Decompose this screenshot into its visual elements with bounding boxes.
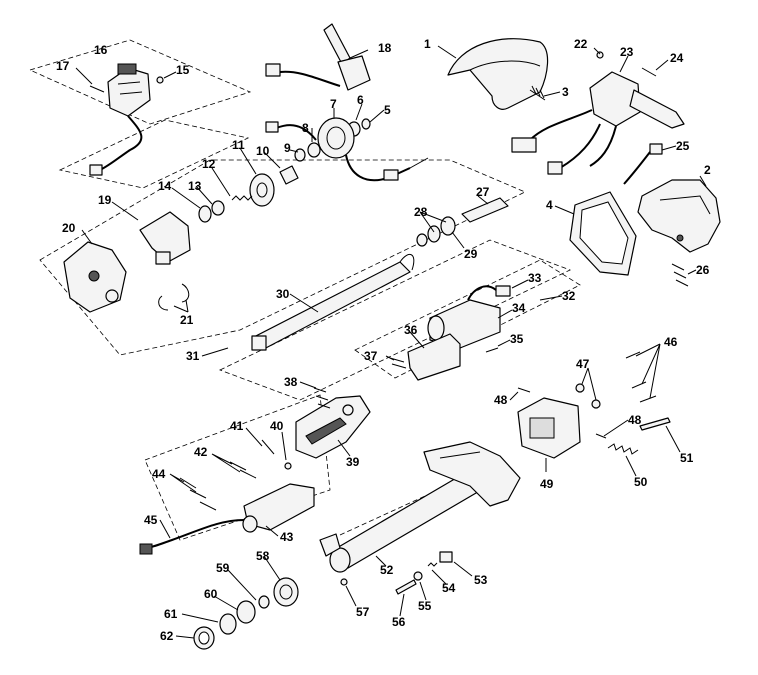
parts: [63, 23, 721, 650]
small-fasteners: [179, 439, 292, 511]
callout-3: 3: [562, 85, 569, 99]
callout-32: 32: [562, 289, 576, 303]
adapter-housing: [517, 397, 581, 459]
callout-51: 51: [680, 451, 694, 465]
callout-4: 4: [546, 198, 553, 212]
column-jacket: [329, 441, 521, 573]
callout-19: 19: [98, 193, 112, 207]
callout-42: 42: [194, 445, 208, 459]
callout-53: 53: [474, 573, 488, 587]
callout-34: 34: [512, 301, 526, 315]
callout-58: 58: [256, 549, 270, 563]
callout-28: 28: [414, 205, 428, 219]
tilt-lever-bracket: [139, 211, 191, 265]
lock-plate-components: [198, 165, 299, 223]
multifunction-lever: [265, 23, 371, 91]
callout-41: 41: [230, 419, 244, 433]
harness-connector: [623, 143, 663, 185]
callout-38: 38: [284, 375, 298, 389]
callout-15: 15: [176, 63, 190, 77]
callout-14: 14: [158, 179, 172, 193]
callout-9: 9: [284, 141, 291, 155]
lower-shroud-cover: [637, 179, 721, 253]
callout-56: 56: [392, 615, 406, 629]
callout-2: 2: [704, 163, 711, 177]
callout-40: 40: [270, 419, 284, 433]
lower-tilt-bracket: [139, 483, 315, 555]
callout-labels: 1 2 3 4 5 6 7 8 9 10 11 12 13 14 15 16 1…: [56, 37, 711, 643]
callout-45: 45: [144, 513, 158, 527]
callout-46: 46: [664, 335, 678, 349]
callout-25: 25: [676, 139, 690, 153]
callout-59: 59: [216, 561, 230, 575]
callout-62: 62: [160, 629, 174, 643]
bearing-stack: [193, 533, 341, 650]
callout-17: 17: [56, 59, 70, 73]
steering-shaft: [251, 254, 415, 351]
callout-12: 12: [202, 157, 216, 171]
callout-16: 16: [94, 43, 108, 57]
callout-1: 1: [424, 37, 431, 51]
housing-screws: [517, 351, 657, 439]
callout-22: 22: [574, 37, 588, 51]
trim-bezel: [569, 191, 637, 276]
clip-springs: [158, 283, 190, 311]
callout-36: 36: [404, 323, 418, 337]
callout-31: 31: [186, 349, 200, 363]
callout-33: 33: [528, 271, 542, 285]
callout-50: 50: [634, 475, 648, 489]
callout-23: 23: [620, 45, 634, 59]
callout-37: 37: [364, 349, 378, 363]
callout-7: 7: [330, 97, 337, 111]
callout-13: 13: [188, 179, 202, 193]
callout-48-right: 48: [628, 413, 642, 427]
leader-lines: [75, 45, 707, 639]
spring-and-bolt: [607, 417, 671, 455]
callout-60: 60: [204, 587, 218, 601]
callout-18: 18: [378, 41, 392, 55]
callout-8: 8: [302, 121, 309, 135]
callout-20: 20: [62, 221, 76, 235]
callout-26: 26: [696, 263, 710, 277]
shroud-screw: [529, 85, 546, 101]
callout-44: 44: [152, 467, 166, 481]
callout-52: 52: [380, 563, 394, 577]
callout-29: 29: [464, 247, 478, 261]
actuator-bracket: [389, 333, 499, 381]
callout-10: 10: [256, 144, 270, 158]
callout-54: 54: [442, 581, 456, 595]
callout-49: 49: [540, 477, 554, 491]
callout-55: 55: [418, 599, 432, 613]
lower-cover-screws: [671, 263, 689, 287]
callout-24: 24: [670, 51, 684, 65]
lock-housing: [63, 241, 127, 313]
callout-48-left: 48: [494, 393, 508, 407]
callout-27: 27: [476, 185, 490, 199]
callout-5: 5: [384, 103, 391, 117]
tilt-bracket-plate: [295, 387, 371, 459]
callout-6: 6: [357, 93, 364, 107]
callout-21: 21: [180, 313, 194, 327]
turn-signal-switch: [511, 51, 685, 175]
callout-11: 11: [232, 138, 245, 152]
callout-57: 57: [356, 605, 370, 619]
upper-shroud-cover: [447, 38, 549, 110]
jacket-small-parts: [340, 551, 453, 595]
callout-61: 61: [164, 607, 178, 621]
callout-35: 35: [510, 332, 524, 346]
callout-47: 47: [576, 357, 590, 371]
callout-30: 30: [276, 287, 290, 301]
callout-43: 43: [280, 530, 294, 544]
callout-39: 39: [346, 455, 360, 469]
ignition-switch-assembly: [89, 63, 164, 176]
